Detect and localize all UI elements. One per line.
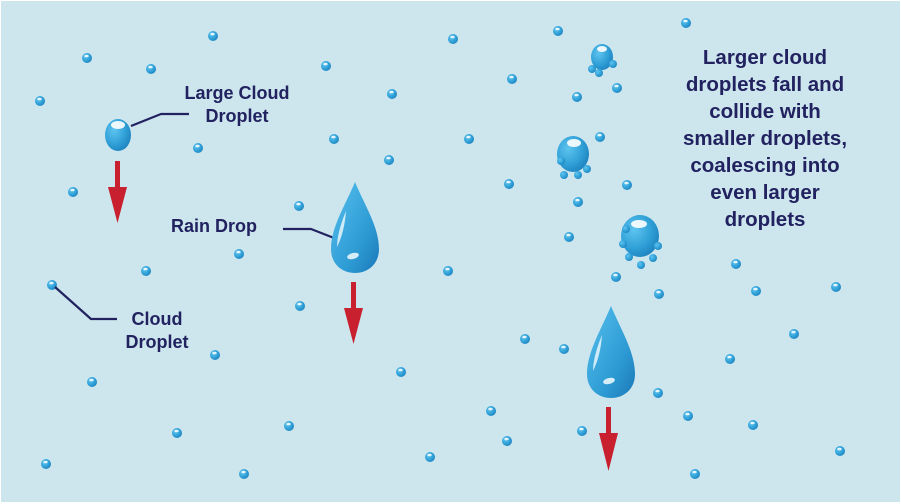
cloud-droplet-icon [653, 388, 663, 398]
cloud-droplet-icon [611, 272, 621, 282]
cloud-droplet-icon [141, 266, 151, 276]
raindrop-icon [331, 182, 379, 273]
cloud-droplet-icon [504, 179, 514, 189]
cloud-droplet-icon [284, 421, 294, 431]
cloud-droplet-icon [789, 329, 799, 339]
cloud-droplet-icon [172, 428, 182, 438]
cloud-droplet-icon [681, 18, 691, 28]
label-cloud-droplet-line-2: Droplet [125, 332, 189, 352]
caption-line: collide with [709, 100, 821, 123]
caption-line: Larger cloud [702, 46, 828, 69]
cloud-droplet-icon [387, 89, 397, 99]
cloud-droplet-icon [41, 459, 51, 469]
leader-lines [54, 112, 335, 321]
cloud-droplet-icon [384, 155, 394, 165]
label-large-cloud-droplet-line-2: Droplet [205, 106, 269, 126]
cloud-droplet-icon [82, 53, 92, 63]
caption-line: coalescing into [690, 154, 840, 177]
cloud-droplet-icon [573, 197, 583, 207]
down-arrow-icon [344, 282, 363, 344]
down-arrow-icon [599, 407, 618, 471]
coalescing-droplet-small-icon [588, 44, 617, 77]
cloud-droplet-icon [208, 31, 218, 41]
cloud-droplet-icon [612, 83, 622, 93]
cloud-droplet-icon [146, 64, 156, 74]
cloud-droplet-icon [622, 180, 632, 190]
cloud-droplet-icon [553, 26, 563, 36]
large-cloud-droplet-icon [105, 119, 131, 151]
leader-line-large-cloud-droplet [130, 112, 189, 128]
cloud-droplet-icon [486, 406, 496, 416]
cloud-droplet-icon [294, 201, 304, 211]
caption-text: Larger cloud droplets fall and collide w… [646, 44, 884, 233]
label-large-cloud-droplet: Large Cloud Droplet [169, 82, 305, 128]
label-rain-drop: Rain Drop [171, 216, 258, 236]
cloud-droplet-icon [329, 134, 339, 144]
cloud-droplet-icon [396, 367, 406, 377]
cloud-droplet-icon [731, 259, 741, 269]
cloud-droplet-icon [683, 411, 693, 421]
cloud-droplet-icon [502, 436, 512, 446]
cloud-droplet-icon [595, 132, 605, 142]
caption-line: even larger [710, 181, 820, 204]
cloud-droplet-icon [835, 446, 845, 456]
cloud-droplet-icon [507, 74, 517, 84]
caption-line: droplets [724, 208, 806, 231]
cloud-droplet-icon [295, 301, 305, 311]
cloud-droplet-icon [210, 350, 220, 360]
label-large-cloud-droplet-line-1: Large Cloud [184, 83, 290, 103]
cloud-droplet-icon [520, 334, 530, 344]
cloud-droplet-icon [725, 354, 735, 364]
cloud-droplet-icon [690, 469, 700, 479]
label-cloud-droplet: Cloud Droplet [109, 308, 205, 354]
label-cloud-droplet-line-1: Cloud [131, 309, 183, 329]
cloud-droplets-field [35, 18, 845, 479]
cloud-droplet-icon [321, 61, 331, 71]
cloud-droplet-icon [751, 286, 761, 296]
cloud-droplet-icon [559, 344, 569, 354]
cloud-droplet-icon [577, 426, 587, 436]
cloud-droplet-icon [68, 187, 78, 197]
raindrop-icon [587, 306, 635, 398]
cloud-droplet-icon [239, 469, 249, 479]
cloud-droplet-icon [831, 282, 841, 292]
leader-line-cloud-droplet [54, 286, 117, 321]
cloud-droplet-icon [35, 96, 45, 106]
coalescing-droplet-medium-icon [557, 136, 591, 179]
cloud-droplet-icon [748, 420, 758, 430]
cloud-droplet-icon [425, 452, 435, 462]
cloud-droplet-icon [572, 92, 582, 102]
cloud-droplet-icon [234, 249, 244, 259]
caption-line: droplets fall and [685, 73, 845, 96]
down-arrow-icon [108, 161, 127, 223]
cloud-droplet-icon [448, 34, 458, 44]
cloud-droplet-icon [464, 134, 474, 144]
coalescing-droplet-large-icon [619, 215, 662, 269]
cloud-droplet-icon [443, 266, 453, 276]
leader-line-rain-drop [283, 227, 335, 240]
cloud-droplet-icon [87, 377, 97, 387]
cloud-droplet-icon [654, 289, 664, 299]
cloud-droplet-icon [564, 232, 574, 242]
cloud-droplet-icon [193, 143, 203, 153]
caption-line: smaller droplets, [682, 127, 848, 150]
cloud-droplet-icon [47, 280, 57, 290]
